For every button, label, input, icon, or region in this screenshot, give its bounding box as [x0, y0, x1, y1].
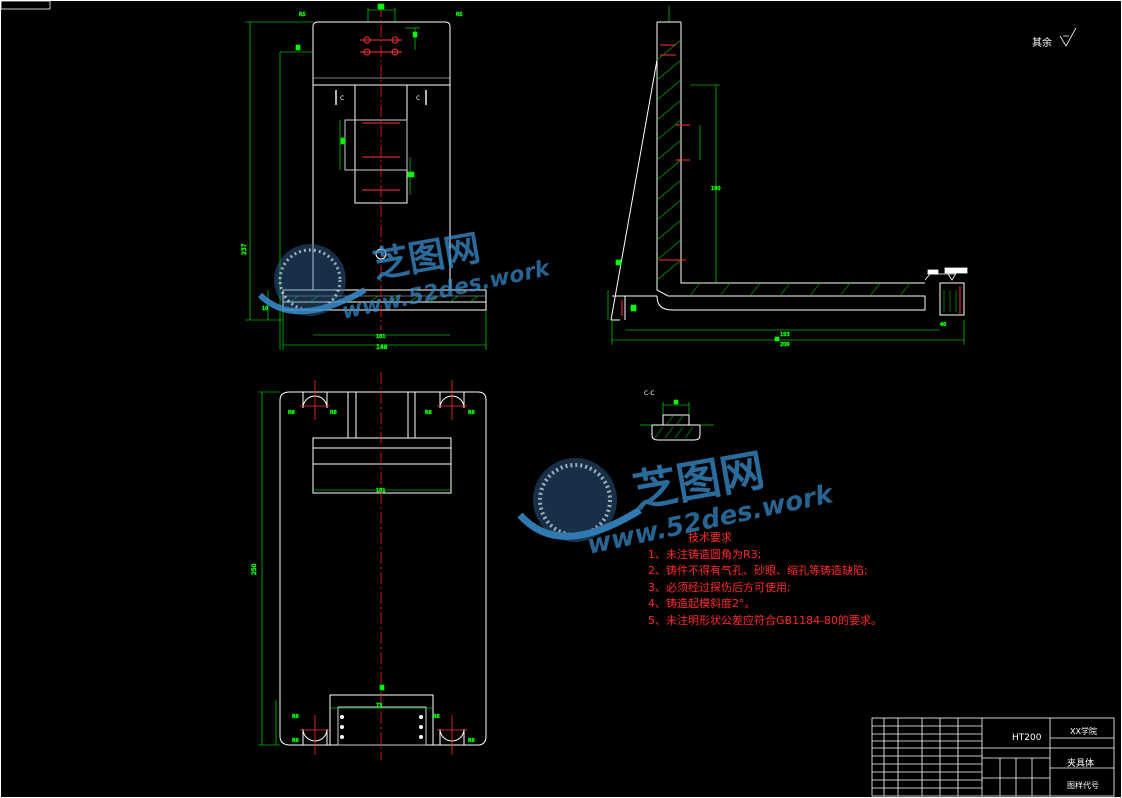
front-dimensions: 237 148 101 10 R5 R5	[241, 3, 487, 351]
svg-text:R8: R8	[330, 410, 337, 416]
svg-text:10: 10	[262, 306, 268, 312]
section-arrows: C C	[335, 90, 427, 105]
section-cc-view	[651, 414, 701, 441]
title-block-material: HT200	[1012, 733, 1042, 743]
title-block-grid	[871, 717, 1115, 797]
corner-tag-box	[0, 0, 51, 10]
svg-text:R8: R8	[288, 410, 295, 416]
title-block-school: XX学院	[1070, 727, 1097, 736]
title-block-drawing-no: 图样代号	[1067, 781, 1099, 790]
tech-requirements-title: 技术要求	[688, 531, 732, 544]
front-view	[282, 21, 487, 311]
section-cc-label: C-C	[644, 390, 655, 397]
svg-text:101: 101	[376, 488, 386, 494]
svg-text:R5: R5	[456, 12, 463, 18]
side-view	[610, 21, 965, 321]
svg-text:R8: R8	[292, 738, 299, 744]
section-cc-dims	[640, 399, 714, 426]
roughness-note: 其余	[1032, 38, 1052, 49]
title-block: HT200 XX学院 夹具体 图样代号	[872, 718, 1114, 796]
svg-text:40: 40	[940, 322, 946, 328]
tech-requirements: 技术要求 1、未注铸造圆角为R3; 2、铸件不得有气孔、砂眼、缩孔等铸造缺陷; …	[648, 530, 882, 629]
section-cc-hatch	[654, 415, 694, 439]
tech-requirement-2: 2、铸件不得有气孔、砂眼、缩孔等铸造缺陷;	[648, 564, 868, 577]
tech-requirement-4: 4、铸造起模斜度2°。	[648, 597, 756, 610]
svg-text:250: 250	[251, 563, 258, 575]
svg-text:193: 193	[780, 332, 790, 338]
watermark-logo-1	[257, 244, 367, 316]
svg-text:C: C	[416, 95, 420, 102]
side-dimensions: 193 209 190 40	[607, 6, 965, 348]
watermark-logo-2	[517, 458, 642, 542]
svg-text:C: C	[340, 95, 344, 102]
tech-requirement-3: 3、必须经过探伤后方可使用;	[648, 580, 791, 594]
svg-text:73: 73	[376, 703, 382, 709]
title-block-part-name: 夹具体	[1067, 759, 1095, 769]
top-view	[279, 391, 487, 746]
svg-text:R8: R8	[433, 714, 440, 720]
svg-text:R8: R8	[425, 410, 432, 416]
tech-requirement-5: 5、未注明形状公差应符合GB1184-80的要求。	[648, 613, 883, 627]
svg-text:101: 101	[376, 334, 386, 340]
front-holes	[360, 36, 402, 260]
svg-text:237: 237	[241, 243, 248, 255]
svg-text:R8: R8	[468, 410, 475, 416]
roughness-symbols	[924, 27, 1077, 281]
svg-text:R8: R8	[292, 714, 299, 720]
side-view-red-marks	[621, 44, 961, 316]
svg-text:R8: R8	[468, 738, 475, 744]
svg-text:148: 148	[376, 344, 388, 351]
svg-text:R5: R5	[299, 12, 306, 18]
top-view-holes	[340, 715, 423, 739]
svg-text:190: 190	[711, 186, 721, 192]
top-slot-centerlines	[300, 380, 467, 755]
svg-text:209: 209	[780, 342, 790, 348]
side-view-hatch	[656, 39, 957, 312]
tech-requirement-1: 1、未注铸造圆角为R3;	[648, 547, 762, 561]
